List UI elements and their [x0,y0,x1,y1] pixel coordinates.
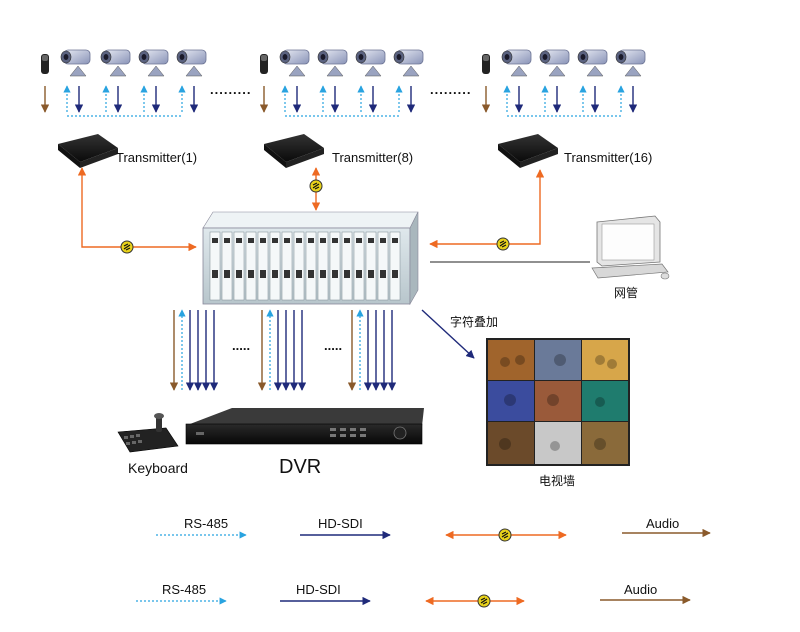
camera-icon [100,49,131,77]
output-bundle-8 [257,309,307,391]
legend-hdsdi-label: HD-SDI [318,516,363,531]
keyboard-icon [117,413,179,453]
nms-label: 网管 [614,286,639,300]
video-wall-label: 电视墙 [539,474,576,488]
transmitter-label-1: Transmitter(1) [116,150,198,165]
microphone-icon [260,54,268,74]
keyboard-label: Keyboard [128,460,188,476]
top-ellipsis-1: ......... [210,82,252,97]
output-bundle-1 [169,309,219,391]
camera-group-1 [40,49,207,117]
fiber-optic-icon [477,594,491,608]
fiber-optic-icon [309,179,323,193]
camera-icon [138,49,169,77]
camera-icon [577,49,608,77]
camera-icon [317,49,348,77]
legend-rs485-label: RS-485 [162,582,207,597]
fiber-link-left [77,167,197,254]
legend-hdsdi-label: HD-SDI [296,582,341,597]
camera-icon [355,49,386,77]
camera-icon [279,49,310,77]
bottom-ellipsis-2: ..... [324,338,343,353]
camera-icon [176,49,207,77]
microphone-icon [41,54,49,74]
legend-row-2 [136,594,691,608]
camera-group-8 [259,49,424,117]
camera-icon [615,49,646,77]
transmitter-label-8: Transmitter(8) [332,150,414,165]
rack-to-wall-arrow [421,309,475,359]
fiber-optic-icon [496,237,510,251]
fiber-link-center [309,167,323,211]
camera-icon [393,49,424,77]
legend-audio-label: Audio [646,516,680,531]
camera-icon [539,49,570,77]
dvr-label: DVR [279,456,322,478]
video-wall [486,338,630,466]
transmitter-16 [498,134,558,168]
fiber-optic-icon [498,528,512,542]
receiver-rack [202,211,419,306]
dvr-device [185,408,424,445]
transmitter-label-16: Transmitter(16) [564,150,653,165]
legend-audio-label: Audio [624,582,658,597]
top-ellipsis-2: ......... [430,82,472,97]
camera-icon [501,49,532,77]
osd-label: 字符叠加 [450,315,499,329]
fiber-optic-icon [120,240,134,254]
bottom-ellipsis-1: ..... [232,338,251,353]
legend-rs485-label: RS-485 [184,516,229,531]
computer-icon [591,215,670,280]
camera-icon [60,49,91,77]
fiber-link-right [429,169,545,251]
output-bundle-16 [347,309,397,391]
transmitter-8 [264,134,324,168]
microphone-icon [482,54,490,74]
legend-row-1 [156,528,711,542]
transmitter-1 [58,134,118,168]
camera-group-16 [481,49,646,117]
